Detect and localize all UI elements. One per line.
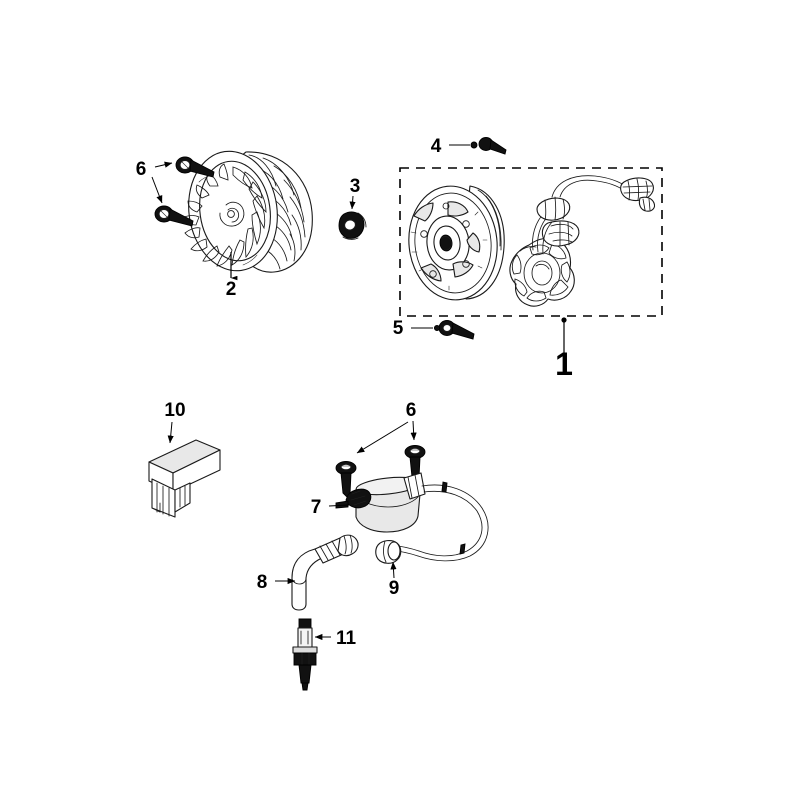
callout-leader-10 — [167, 421, 174, 444]
callout-numbers: 1 2 3 4 5 6 6 7 8 9 10 11 — [136, 136, 573, 649]
part-screw-flange-upper-a — [175, 156, 215, 178]
part-bolt-flange-5 — [433, 320, 475, 340]
callout-leader-9 — [390, 561, 397, 579]
part-ignition-coil — [335, 472, 489, 562]
part-cooling-fan-flywheel-cover — [183, 150, 313, 273]
callout-label-11: 11 — [336, 628, 357, 649]
callout-label-1: 1 — [555, 346, 573, 382]
part-stator-coil-assembly — [509, 175, 656, 307]
part-rubber-sleeve — [375, 540, 402, 564]
callout-leader-3 — [349, 195, 356, 210]
callout-leader-7 — [328, 504, 350, 507]
part-spark-plug-cap — [291, 534, 359, 611]
callout-label-6-lower: 6 — [406, 400, 417, 421]
callout-leader-6-upper — [151, 161, 173, 204]
part-bolt-flange-4 — [470, 137, 507, 155]
callout-label-4: 4 — [431, 136, 442, 157]
part-spark-plug — [292, 618, 318, 691]
part-flywheel-rotor — [408, 185, 505, 301]
magneto-group-box — [399, 167, 663, 317]
callout-leader-6-lower — [356, 420, 417, 454]
part-nut — [338, 211, 367, 240]
part-screw-flange-upper-b — [154, 205, 194, 227]
callout-label-3: 3 — [350, 176, 361, 197]
part-cdi-unit — [148, 439, 221, 518]
callout-label-9: 9 — [389, 578, 400, 599]
callout-label-7: 7 — [311, 497, 322, 518]
callout-label-10: 10 — [164, 400, 185, 421]
callout-label-5: 5 — [393, 318, 404, 339]
part-screw-ignition-coil-b — [335, 461, 357, 498]
callout-label-6-upper: 6 — [136, 159, 147, 180]
callout-label-2: 2 — [226, 279, 237, 300]
callout-label-8: 8 — [257, 572, 268, 593]
